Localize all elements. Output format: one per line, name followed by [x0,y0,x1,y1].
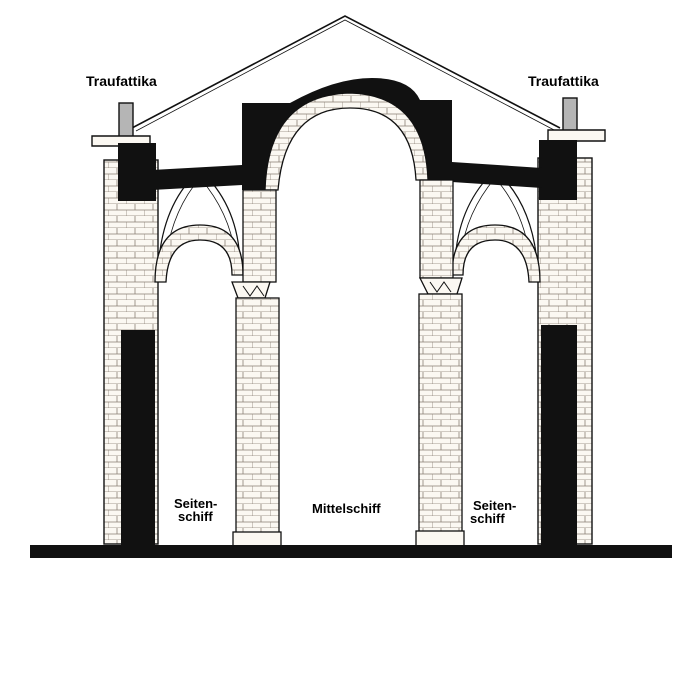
aisle-roof-right [452,162,542,188]
eave-attic-right-label: Traufattika [528,73,599,89]
ground-line [30,545,672,558]
roof-lines [131,15,561,132]
aisle-roof-left [152,165,242,190]
pier-left [231,189,282,547]
aisle-right-label-line2: schiff [470,511,505,526]
nave-upper-wall [242,78,452,190]
aisle-right-label-line1: Seiten- [473,498,517,513]
outer-wall-right [537,140,593,546]
outer-wall-left [103,143,159,546]
eave-attic-left-label: Traufattika [86,73,157,89]
aisle-arch-left [154,224,244,283]
aisle-left-label-line2: schiff [178,509,213,524]
aisle-left-label-line1: Seiten- [174,496,218,511]
pier-right [415,179,465,547]
aisle-arch-right [451,224,541,283]
eave-attic-right [547,97,606,142]
eave-attic-left [91,102,151,147]
nave-label: Mittelschiff [312,501,381,516]
